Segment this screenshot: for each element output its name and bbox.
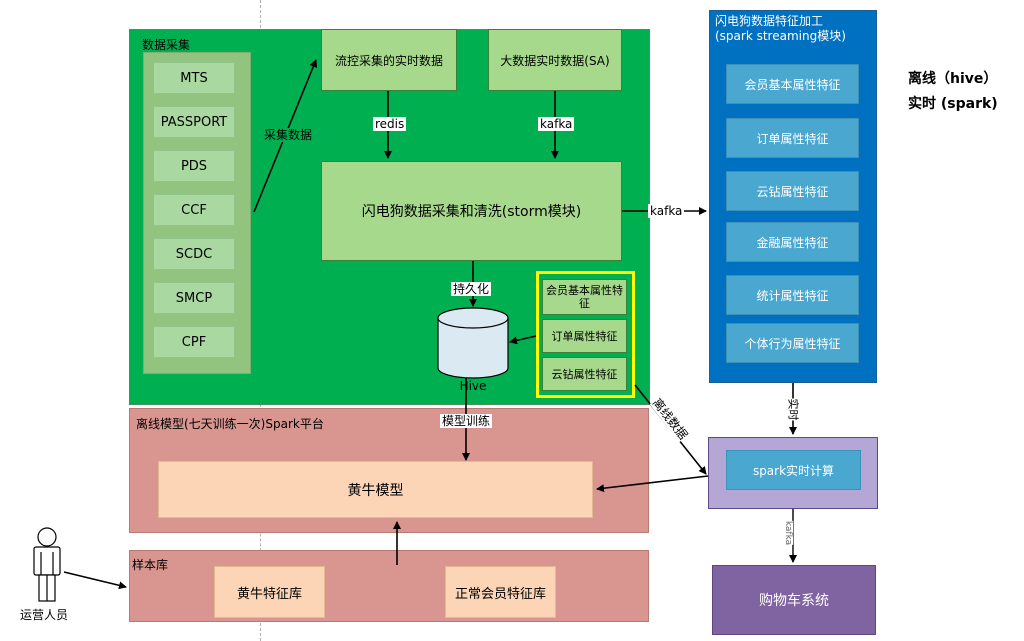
feature-behavior: 个体行为属性特征 [726, 323, 859, 363]
label-model-training: 模型训练 [440, 414, 493, 428]
label-kafka-right: kafka [648, 204, 685, 218]
edge-operator-to-samples [63, 571, 127, 590]
edge-features-to-hive [509, 335, 537, 345]
feature-processing-title: 闪电狗数据特征加工 (spark streaming模块) [715, 14, 846, 43]
offline-feature-member: 会员基本属性特征 [542, 279, 627, 315]
spark-realtime-box: spark实时计算 [726, 450, 861, 490]
feature-statistics: 统计属性特征 [726, 275, 859, 315]
scalper-model-box: 黄牛模型 [158, 461, 593, 518]
feature-order: 订单属性特征 [726, 118, 859, 158]
big-data-box: 大数据实时数据(SA) [488, 29, 622, 91]
normal-member-feature-lib: 正常会员特征库 [445, 566, 556, 618]
cart-system-box: 购物车系统 [712, 565, 876, 635]
source-passport: PASSPORT [153, 106, 235, 138]
hive-database-icon [437, 307, 509, 379]
storm-box: 闪电狗数据采集和清洗(storm模块) [321, 161, 622, 261]
operator-label: 运营人员 [20, 608, 69, 622]
flow-control-box: 流控采集的实时数据 [321, 29, 457, 91]
source-mts: MTS [153, 62, 235, 94]
sample-library-title: 样本库 [132, 558, 169, 572]
legend-realtime: 实时 (spark) [908, 96, 998, 112]
data-collection-title: 数据采集 [142, 38, 191, 52]
offline-model-title: 离线模型(七天训练一次)Spark平台 [136, 417, 324, 431]
scalper-feature-lib: 黄牛特征库 [214, 566, 325, 618]
label-persist: 持久化 [451, 282, 492, 296]
feature-member: 会员基本属性特征 [726, 64, 859, 104]
label-kafka-bottom: kafka [783, 520, 794, 546]
source-smcp: SMCP [153, 282, 235, 314]
edge-spark-to-model [596, 475, 709, 493]
label-redis: redis [373, 117, 407, 131]
offline-feature-yunzuan: 云钻属性特征 [542, 357, 627, 391]
legend-offline: 离线（hive） [908, 71, 998, 87]
label-realtime: 实时 [786, 398, 800, 421]
person-icon [33, 527, 61, 602]
source-scdc: SCDC [153, 238, 235, 270]
source-cpf: CPF [153, 326, 235, 358]
feature-yunzuan: 云钻属性特征 [726, 171, 859, 211]
source-pds: PDS [153, 150, 235, 182]
label-kafka-top: kafka [538, 117, 575, 131]
feature-finance: 金融属性特征 [726, 222, 859, 262]
source-ccf: CCF [153, 194, 235, 226]
offline-feature-order: 订单属性特征 [542, 319, 627, 353]
label-collect-data: 采集数据 [262, 128, 315, 142]
